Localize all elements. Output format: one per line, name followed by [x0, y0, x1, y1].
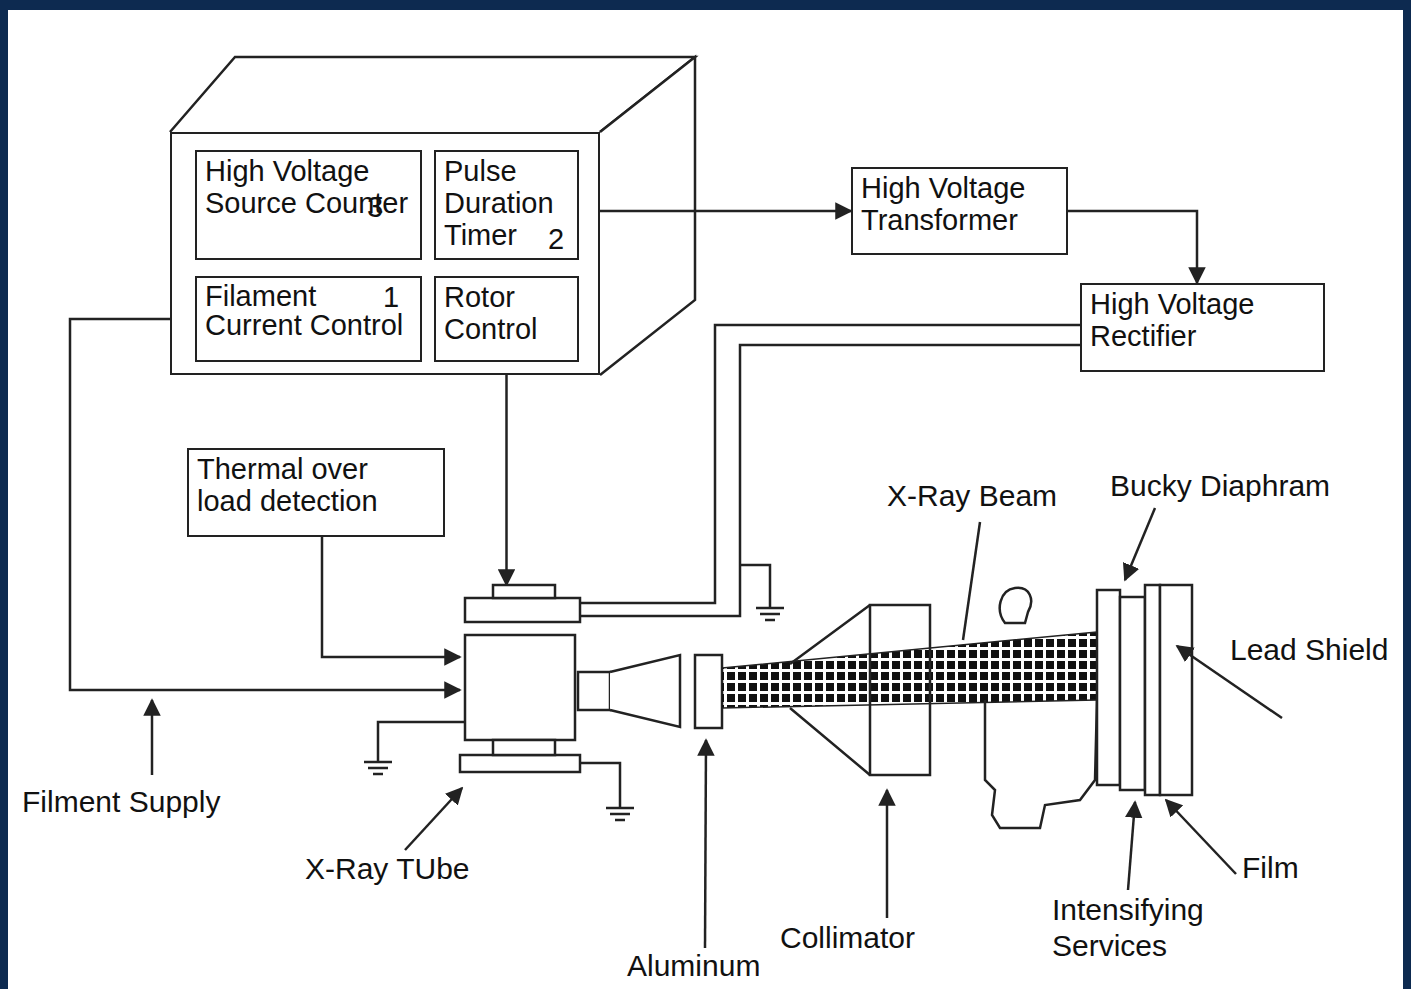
tube-part: [465, 635, 575, 740]
process-box: High Voltage Transformer: [851, 167, 1068, 255]
wire-connector: [322, 537, 460, 657]
tube-part: [493, 740, 555, 755]
tube-part: [465, 598, 580, 622]
process-box: High Voltage Rectifier: [1080, 283, 1325, 372]
wire-connector: [505, 362, 508, 585]
box-label: Filament Current Control: [205, 282, 412, 340]
part-label: Collimator: [778, 920, 917, 956]
box-label: Thermal over load detection: [197, 454, 413, 518]
box-label: High Voltage Transformer: [861, 173, 1058, 237]
part-label: Intensifying Services: [1050, 892, 1229, 964]
part-label: X-Ray TUbe: [303, 851, 472, 887]
part-label: X-Ray Beam: [885, 478, 1059, 514]
box-label: High Voltage Rectifier: [1090, 289, 1315, 353]
control-box: Pulse Duration Timer2: [434, 150, 579, 260]
x-ray-tube: X-Ray TUbe: [460, 585, 580, 772]
control-box: High Voltage Source Counter3: [195, 150, 422, 260]
part-label: Filment Supply: [20, 784, 222, 820]
tube-part: [493, 585, 555, 598]
process-box: Thermal over load detection: [187, 448, 445, 537]
tube-outline: [460, 585, 580, 772]
control-box: Rotor Control: [434, 276, 579, 362]
wire-connector: [580, 325, 1080, 616]
part-label: Bucky Diaphram: [1108, 468, 1332, 504]
part-label: Film: [1240, 850, 1301, 886]
tube-part: [460, 755, 580, 772]
wire-connector: [579, 210, 851, 213]
callout-number: 2: [548, 224, 564, 256]
box-label: Rotor Control: [444, 282, 569, 346]
part-label: Aluminum: [625, 948, 762, 984]
callout-number: 3: [367, 192, 383, 224]
control-console: High Voltage Source Counter3Pulse Durati…: [170, 132, 600, 375]
wire-connector: [1068, 211, 1197, 283]
callout-number: 1: [383, 282, 399, 314]
control-box: Filament Current Control1: [195, 276, 422, 362]
part-label: Lead Shield: [1228, 632, 1390, 668]
